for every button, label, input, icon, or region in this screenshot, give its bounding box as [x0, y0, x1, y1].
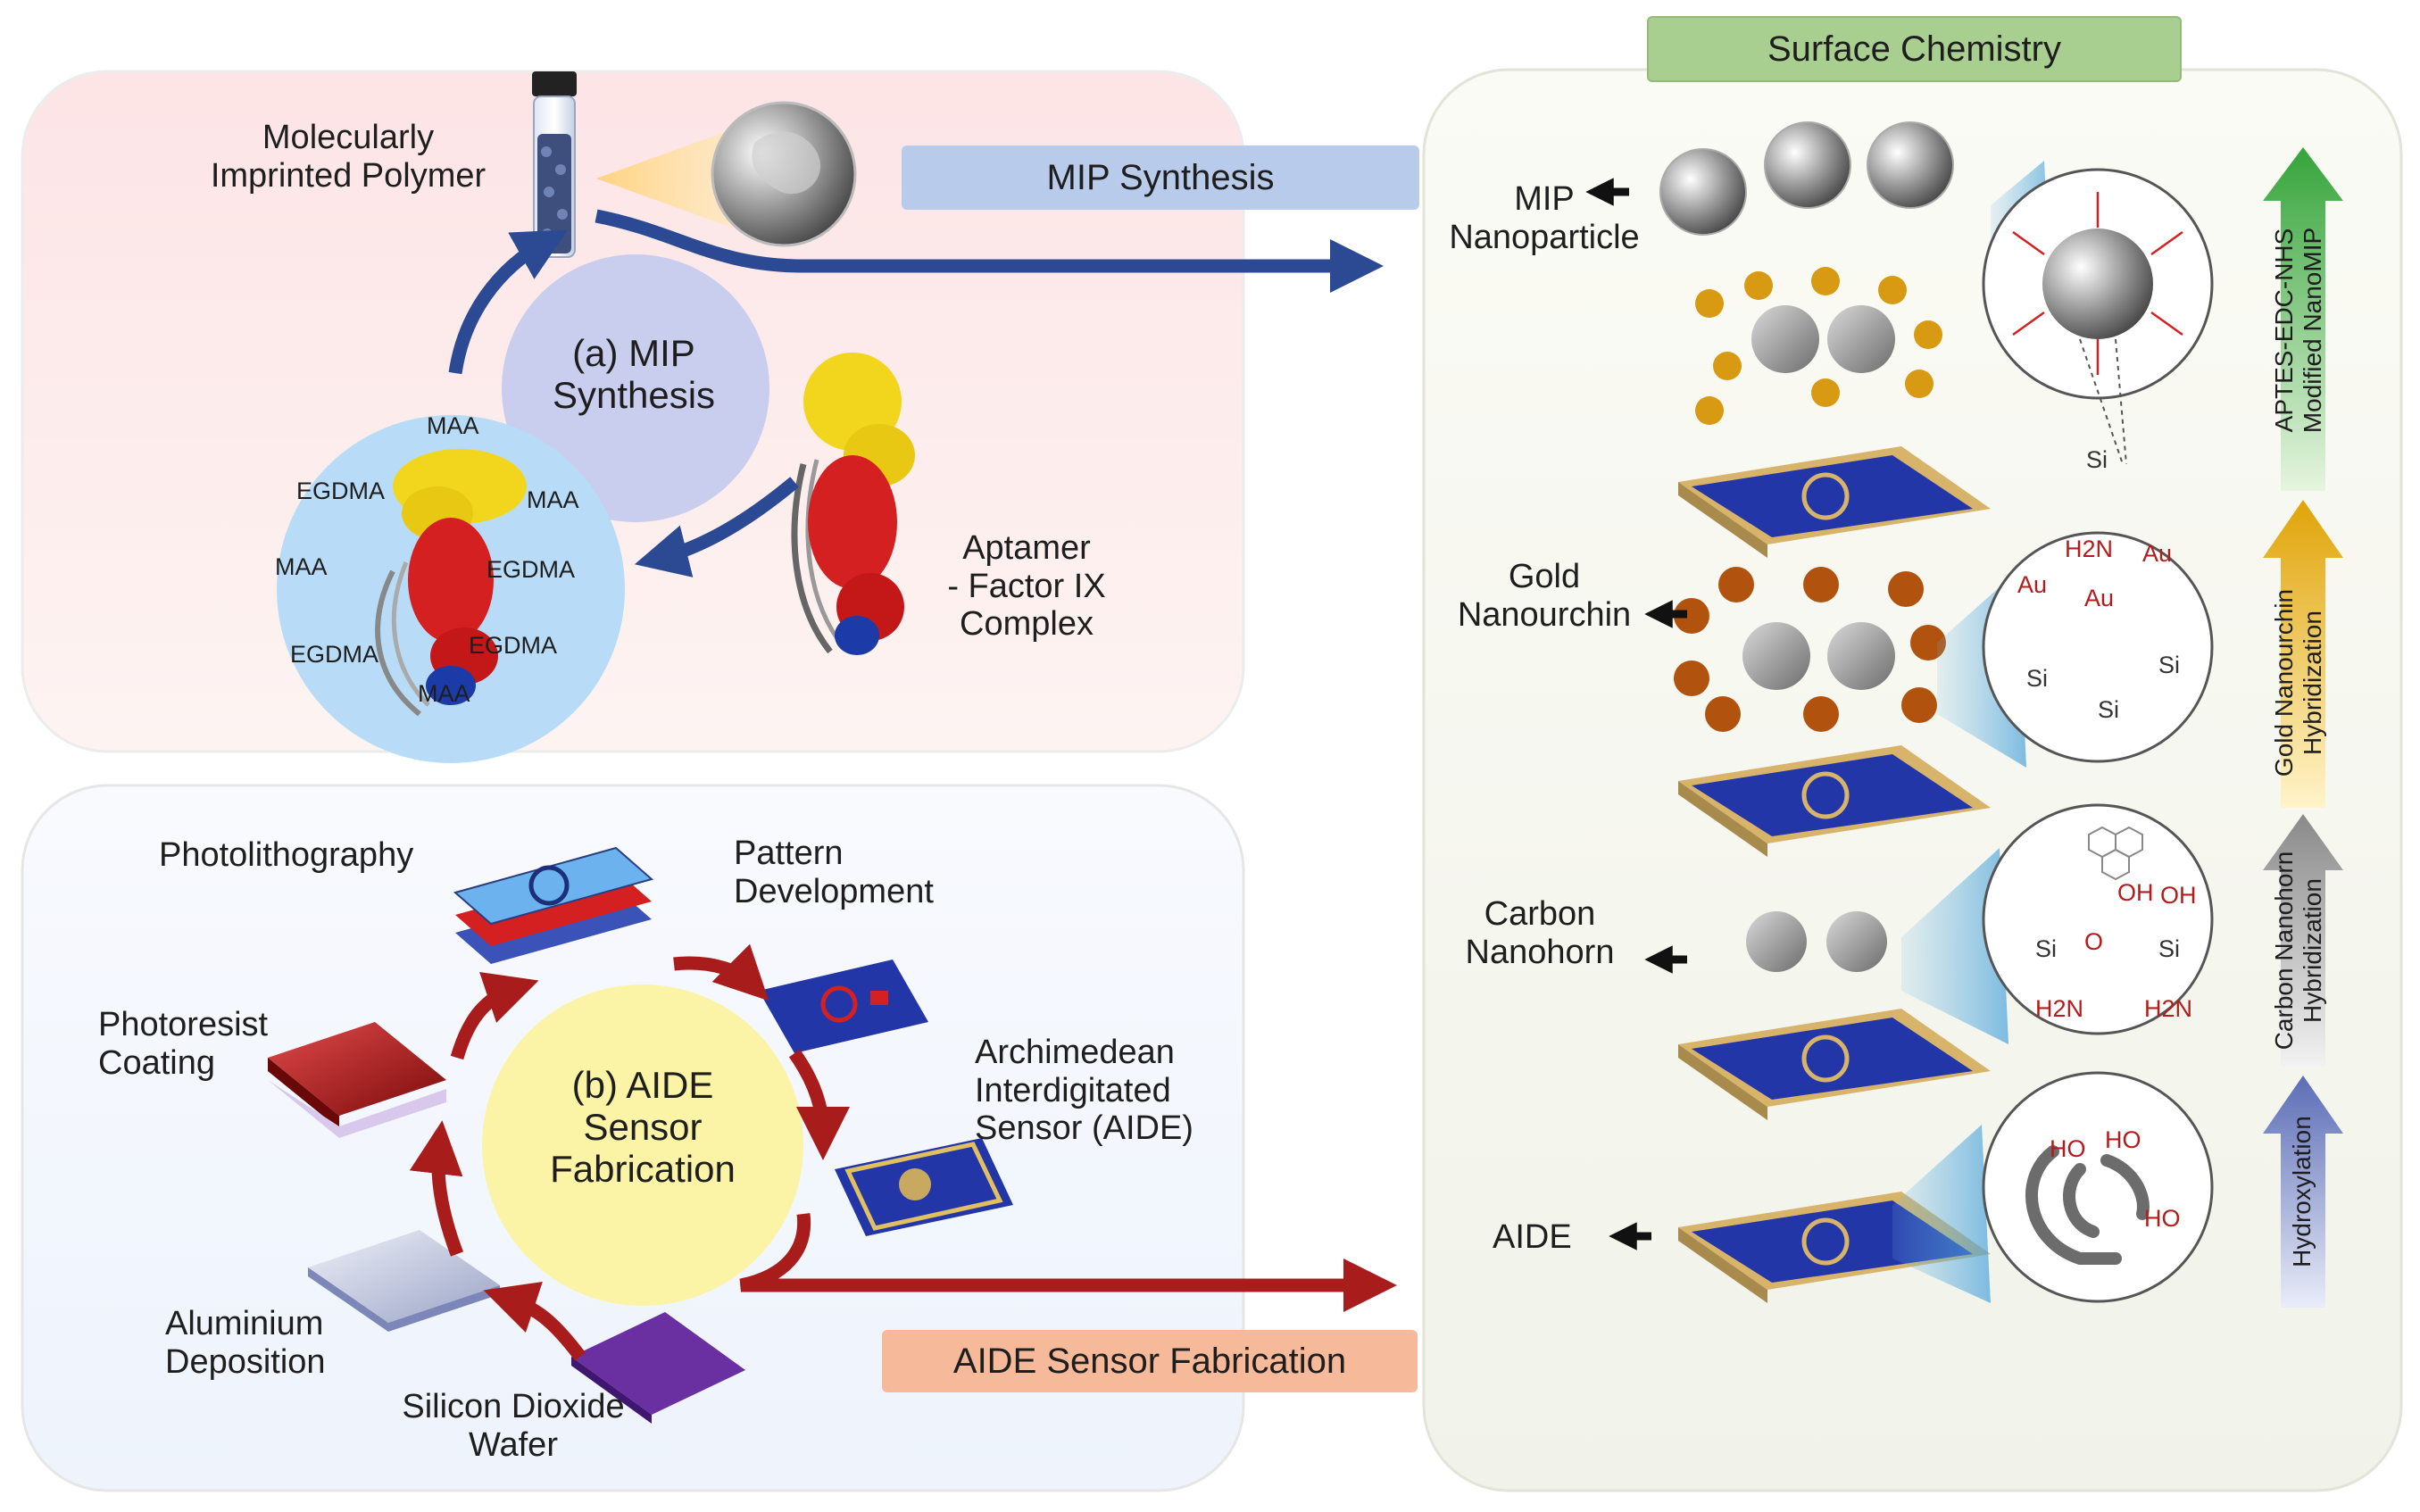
aptamer-label: Aptamer - Factor IX Complex — [947, 529, 1106, 644]
layer-label-aide: AIDE — [1493, 1218, 1572, 1256]
layer-label-gold: Gold Nanourchin — [1457, 558, 1632, 634]
chem-o-label: O — [2084, 928, 2104, 955]
monomer-label: EGDMA — [486, 556, 576, 583]
photolithography-label: Photolithography — [159, 836, 414, 874]
step-arrow-gold — [2263, 500, 2343, 808]
step-label-carbon: Carbon Nanohorn Hybridization — [2270, 851, 2327, 1051]
step-arrow-carbon — [2263, 814, 2343, 1067]
aide-plate-3 — [1678, 1009, 1991, 1120]
chem-circle-gold — [1982, 531, 2214, 763]
cycle-arrow-down — [634, 477, 799, 577]
chem-au-label: Au — [2084, 585, 2115, 611]
cycle-arrow-3 — [483, 1282, 586, 1361]
mip-nanoparticle-1 — [1659, 148, 1747, 236]
layer-label-mip: MIP Nanoparticle — [1449, 180, 1640, 256]
monomer-label: MAA — [418, 680, 470, 707]
mip-synthesis-banner-label: MIP Synthesis — [1046, 157, 1275, 197]
photolithography-stack-icon — [453, 846, 654, 964]
chem-si-gold: Si — [2158, 652, 2181, 678]
zoom-beam-3 — [1901, 848, 2008, 1044]
step-label-hydroxylation: Hydroxylation — [2288, 1116, 2316, 1267]
cycle-arrow-1 — [673, 943, 769, 1001]
mip-flow-arrow — [595, 209, 1384, 293]
aide-plate-2 — [1678, 745, 1991, 857]
cycle-arrow-2 — [788, 1049, 850, 1160]
monomer-label: EGDMA — [296, 478, 386, 504]
mip-label: Molecularly Imprinted Polymer — [210, 119, 486, 195]
chem-ho-label: HO — [2050, 1135, 2086, 1162]
aide-fabrication-banner-label: AIDE Sensor Fabrication — [952, 1341, 1347, 1381]
pattern-development-icon — [759, 960, 928, 1053]
zoom-cone — [596, 129, 732, 228]
mip-synthesis-center-label: (a) MIP Synthesis — [552, 332, 716, 417]
chem-h2n-label: H2N — [2144, 995, 2193, 1022]
mip-nanoparticle-2 — [1764, 121, 1851, 209]
aide-fabrication-center-label: (b) AIDE Sensor Fabrication — [550, 1064, 736, 1191]
chem-circle-carbon — [1982, 803, 2214, 1035]
photoresist-label: Photoresist Coating — [98, 1006, 269, 1082]
aide-fabrication-circle — [482, 984, 803, 1306]
nanourchin-icons — [1674, 567, 1946, 732]
cycle-arrow-up — [448, 229, 569, 375]
mip-synthesis-circle — [502, 254, 769, 522]
archimedean-sensor-label: Archimedean Interdigitated Sensor (AIDE) — [975, 1034, 1193, 1148]
aide-flow-arrow — [739, 1213, 1397, 1312]
surface-chemistry-banner: Surface Chemistry — [1647, 16, 2182, 82]
cycle-arrow-4 — [409, 1120, 464, 1257]
monomer-label: MAA — [275, 553, 328, 580]
monomer-label: MAA — [527, 486, 579, 513]
mip-nanoparticle-3 — [1867, 121, 1954, 209]
aide-fabrication-banner: AIDE Sensor Fabrication — [882, 1330, 1418, 1392]
chem-oh-label: OH — [2160, 882, 2197, 909]
pattern-development-label: Pattern Development — [734, 835, 934, 910]
chem-ho-label: HO — [2144, 1205, 2181, 1232]
chem-si-gold: Si — [2098, 696, 2120, 723]
step-arrow-aptes — [2263, 147, 2343, 491]
monomer-label: EGDMA — [290, 641, 379, 668]
monomer-label: MAA — [427, 412, 479, 439]
step-label-gold: Gold Nanourchin Hybridization — [2270, 588, 2327, 777]
step-label-aptes: APTES-EDC-NHS Modified NanoMIP — [2270, 227, 2327, 434]
chem-oh-label: OH — [2117, 879, 2154, 906]
zoom-beam-4 — [1892, 1125, 1991, 1303]
silicon-wafer-label: Silicon Dioxide Wafer — [402, 1388, 625, 1464]
step-arrows — [2263, 147, 2343, 1308]
mip-synthesis-cycle — [277, 71, 1384, 763]
chem-au-label: Au — [2017, 571, 2048, 598]
aide-sensor-icon — [835, 1138, 1013, 1236]
chem-zoom-circles — [1982, 168, 2214, 1303]
chem-h2n-label: H2N — [2065, 536, 2114, 562]
step-arrow-hydroxylation — [2263, 1076, 2343, 1308]
chem-ho-label: HO — [2105, 1126, 2141, 1153]
chem-si-carbon: Si — [2158, 935, 2181, 962]
chem-si-top: Si — [2086, 446, 2108, 473]
mip-synthesis-banner: MIP Synthesis — [902, 145, 1419, 210]
chem-si-gold: Si — [2026, 665, 2049, 692]
layer-label-carbon: Carbon Nanohorn — [1465, 895, 1615, 971]
chem-si-carbon: Si — [2035, 935, 2058, 962]
aptamer-complex-icon — [791, 353, 915, 655]
photoresist-stack-icon — [268, 1022, 446, 1138]
aide-fabrication-cycle — [268, 846, 1397, 1424]
template-protein-icon — [375, 449, 527, 717]
polymer-vial-icon — [532, 71, 577, 258]
gold-star-icons — [1695, 267, 1942, 425]
cycle-arrow-5 — [450, 972, 539, 1060]
surface-chemistry-title: Surface Chemistry — [1767, 29, 2061, 69]
chem-h2n-label: H2N — [2035, 995, 2084, 1022]
silicon-wafer-icon — [571, 1312, 745, 1424]
nanohorn-cluster-icons — [1742, 305, 1895, 972]
chem-circle-aide — [1982, 1071, 2214, 1303]
chem-au-label: Au — [2142, 540, 2173, 567]
aide-plate-1 — [1678, 446, 1991, 558]
monomer-label: EGDMA — [469, 632, 558, 659]
aluminium-label: Aluminium Deposition — [165, 1305, 326, 1381]
